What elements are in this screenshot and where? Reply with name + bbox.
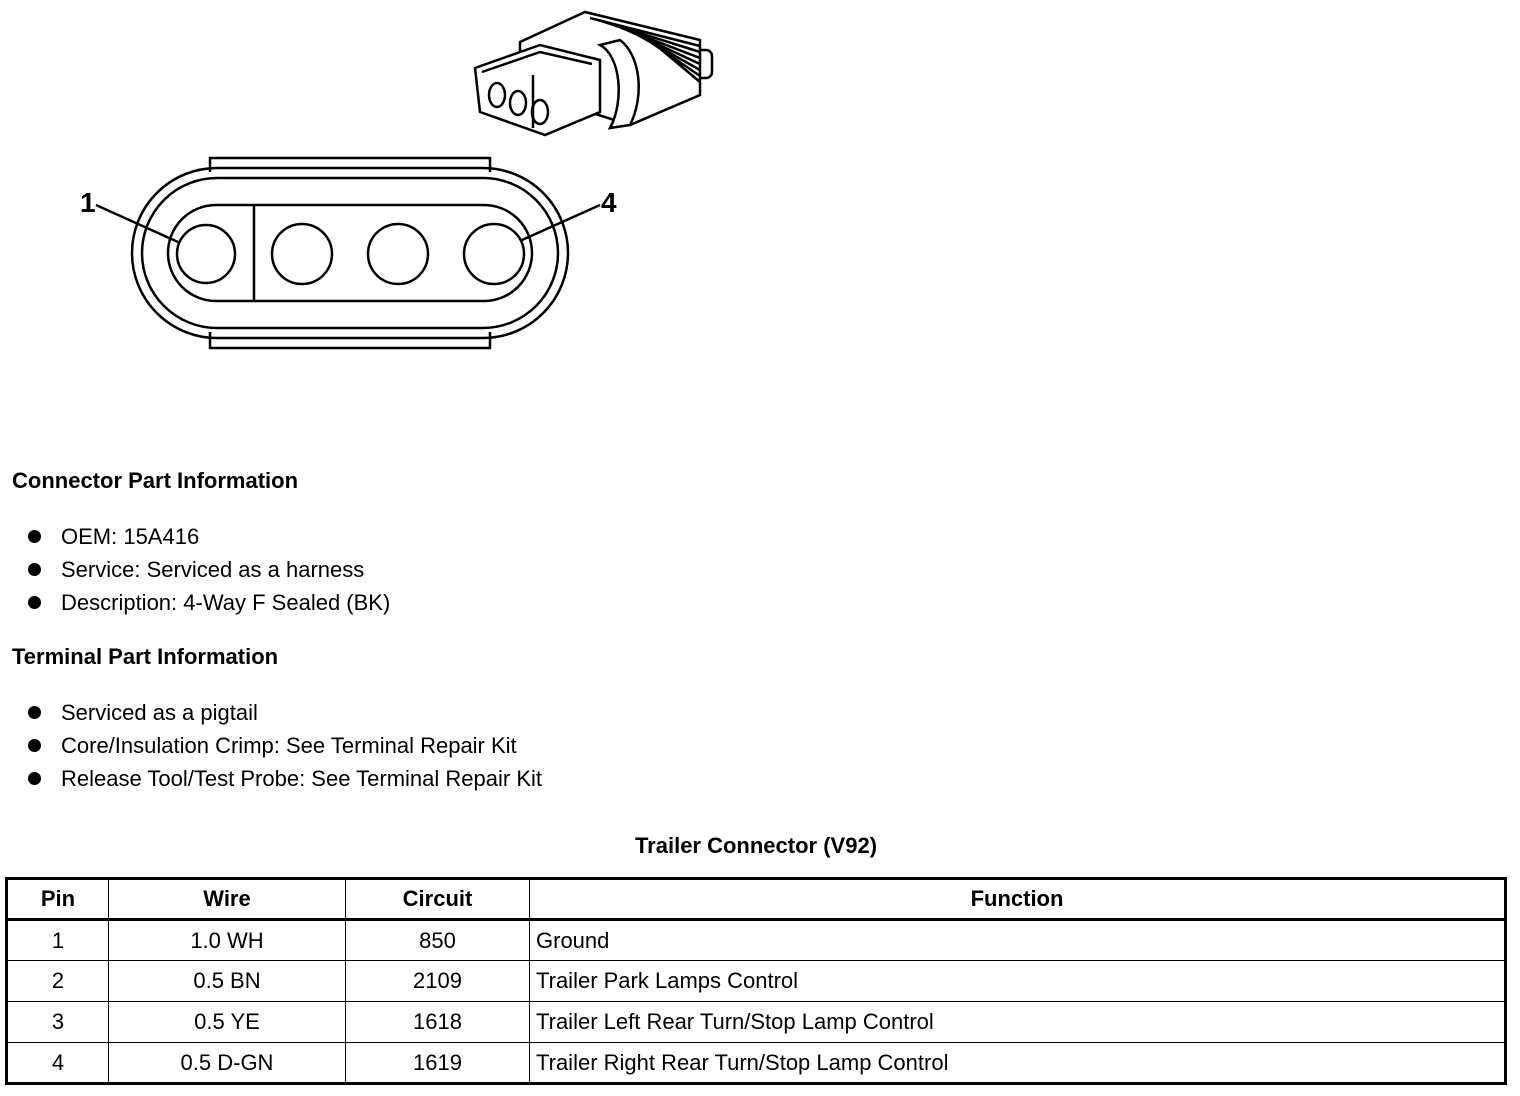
- circuit-cell: 1619: [345, 1042, 530, 1084]
- table-header-row: Pin Wire Circuit Function: [6, 878, 1506, 921]
- function-cell: Trailer Right Rear Turn/Stop Lamp Contro…: [529, 1042, 1506, 1084]
- list-item: Core/Insulation Crimp: See Terminal Repa…: [28, 729, 542, 762]
- bullet-icon: [28, 530, 41, 543]
- pinout-table: Pin Wire Circuit Function 1 1.0 WH 850 G…: [5, 877, 1507, 1085]
- list-item: Description: 4-Way F Sealed (BK): [28, 586, 390, 619]
- connector-info-list: OEM: 15A416 Service: Serviced as a harne…: [28, 520, 390, 619]
- table-row: 2 0.5 BN 2109 Trailer Park Lamps Control: [6, 960, 1506, 1002]
- pin-cell: 1: [6, 919, 109, 961]
- column-header-pin: Pin: [6, 878, 109, 921]
- pin-3-cavity: [366, 222, 430, 286]
- table-row: 4 0.5 D-GN 1619 Trailer Right Rear Turn/…: [6, 1042, 1506, 1084]
- function-cell: Trailer Left Rear Turn/Stop Lamp Control: [529, 1001, 1506, 1043]
- table-row: 1 1.0 WH 850 Ground: [6, 919, 1506, 961]
- column-header-function: Function: [529, 878, 1506, 921]
- connector-face-view: [95, 156, 601, 350]
- circuit-cell: 2109: [345, 960, 530, 1002]
- column-header-wire: Wire: [108, 878, 346, 921]
- pin-cell: 3: [6, 1001, 109, 1043]
- list-item: Service: Serviced as a harness: [28, 553, 390, 586]
- pin-cell: 2: [6, 960, 109, 1002]
- wire-cell: 0.5 YE: [108, 1001, 346, 1043]
- list-item: Serviced as a pigtail: [28, 696, 542, 729]
- bullet-icon: [28, 596, 41, 609]
- pin-2-cavity: [270, 222, 334, 286]
- wire-cell: 0.5 D-GN: [108, 1042, 346, 1084]
- circuit-cell: 1618: [345, 1001, 530, 1043]
- circuit-cell: 850: [345, 919, 530, 961]
- pin-4-label: 4: [601, 187, 617, 218]
- list-item: OEM: 15A416: [28, 520, 390, 553]
- connector-info-heading: Connector Part Information: [12, 468, 299, 493]
- pin-1-cavity: [175, 223, 237, 285]
- table-row: 3 0.5 YE 1618 Trailer Left Rear Turn/Sto…: [6, 1001, 1506, 1043]
- table-title: Trailer Connector (V92): [634, 833, 878, 858]
- function-cell: Trailer Park Lamps Control: [529, 960, 1506, 1002]
- terminal-info-heading: Terminal Part Information: [12, 644, 279, 669]
- bullet-icon: [28, 772, 41, 785]
- pin-1-label: 1: [80, 187, 96, 218]
- connector-3d-view: [473, 10, 714, 137]
- function-cell: Ground: [529, 919, 1506, 961]
- wire-cell: 1.0 WH: [108, 919, 346, 961]
- column-header-circuit: Circuit: [345, 878, 530, 921]
- list-item: Release Tool/Test Probe: See Terminal Re…: [28, 762, 542, 795]
- bullet-icon: [28, 739, 41, 752]
- pin-cell: 4: [6, 1042, 109, 1084]
- wire-cell: 0.5 BN: [108, 960, 346, 1002]
- terminal-info-list: Serviced as a pigtail Core/Insulation Cr…: [28, 696, 542, 795]
- bullet-icon: [28, 563, 41, 576]
- bullet-icon: [28, 706, 41, 719]
- connector-diagram: 1 4: [80, 10, 714, 350]
- pin-4-cavity: [462, 222, 526, 286]
